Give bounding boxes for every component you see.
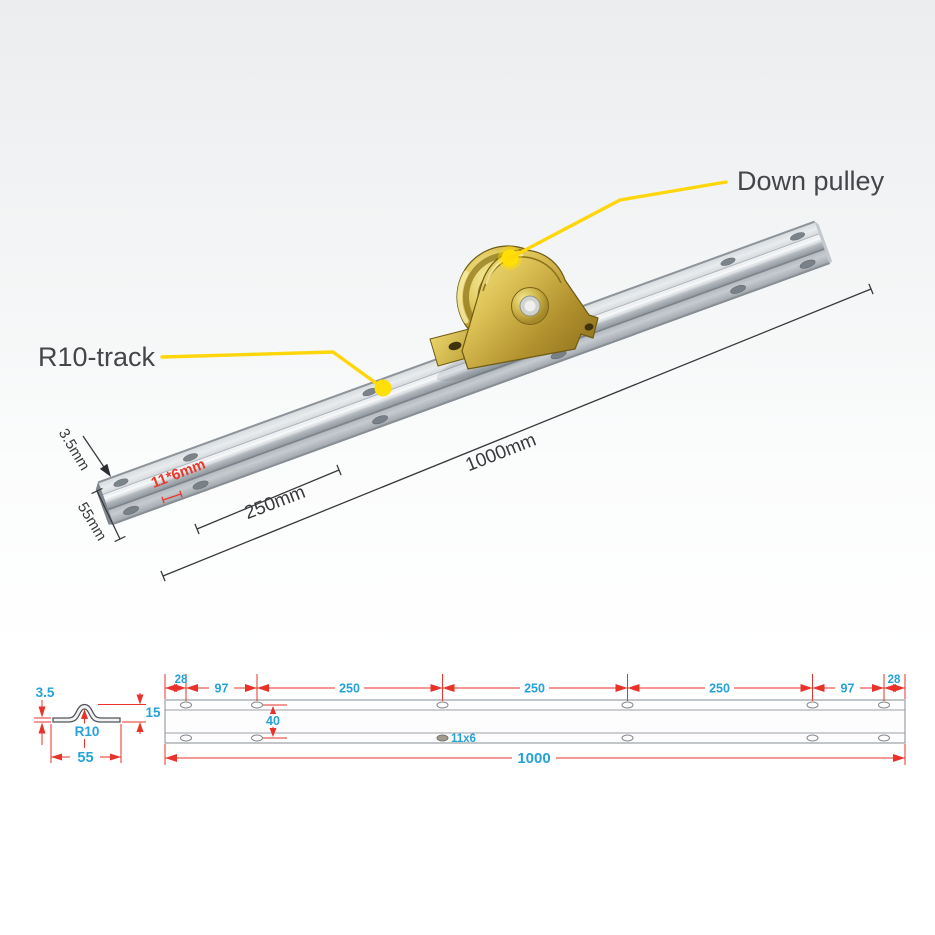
hump-top-crease [102, 233, 820, 496]
section-radius-dim: R10 [75, 709, 100, 748]
wheel-rim-highlight [457, 270, 469, 324]
top-view-outline [164, 699, 906, 744]
segment-97-right: 97 [841, 682, 855, 696]
hump-highlight [103, 236, 821, 500]
top-dimension-chain: 28 97 250 250 250 97 28 [164, 674, 906, 701]
track-marker-dot [374, 379, 392, 397]
section-height-label: 15 [145, 705, 161, 720]
track-left-end-cap [95, 481, 114, 525]
top-view-holes-row1 [180, 701, 890, 709]
section-height-dim: 15 [98, 693, 161, 734]
thickness-arrowhead [99, 463, 111, 477]
pulley-leader-line [508, 180, 728, 260]
row-spacing-dim: 40 [263, 704, 287, 739]
segment-97-left: 97 [215, 682, 229, 696]
track-right-end-cap [814, 220, 833, 264]
track-leader-line [160, 350, 382, 388]
label-backing [264, 714, 282, 727]
section-radius-label: R10 [75, 724, 100, 739]
total-length-dim: 1000 [164, 744, 906, 767]
down-pulley-label: Down pulley [737, 166, 885, 196]
section-thickness-dim: 3.5 [34, 685, 55, 745]
segment-250-c: 250 [709, 682, 730, 696]
segment-250-b: 250 [524, 682, 545, 696]
total-length-label: 1000 [517, 750, 550, 767]
section-thickness-label: 3.5 [36, 685, 55, 700]
down-pulley-photo [429, 245, 599, 370]
row-spacing-label: 40 [266, 714, 280, 728]
r10-track-label: R10-track [38, 342, 156, 372]
track-profile-outline [52, 703, 121, 723]
segment-28-right: 28 [888, 674, 901, 686]
top-view-drawing: 11x6 28 97 250 [164, 674, 906, 767]
r10-track-callout: R10-track [38, 342, 392, 397]
labeled-slot-hole [436, 734, 449, 742]
track-near-edge [113, 262, 830, 525]
pulley-right-foot-hole [584, 323, 594, 331]
track-holes-near [123, 259, 816, 515]
section-width-dim: 55 [50, 724, 122, 766]
segment-250-a: 250 [339, 682, 360, 696]
section-width-label: 55 [77, 750, 93, 766]
pulley-left-foot-hole [448, 341, 462, 351]
hump-bottom-crease [108, 248, 825, 511]
segment-28-left: 28 [175, 674, 188, 686]
hole-size-callout: 11x6 [451, 733, 476, 745]
down-pulley-callout: Down pulley [498, 166, 885, 270]
cross-section-drawing: 3.5 15 R10 55 [34, 685, 161, 766]
pulley-axle-bore-inner [524, 300, 536, 312]
top-view-holes-row2 [180, 734, 890, 742]
